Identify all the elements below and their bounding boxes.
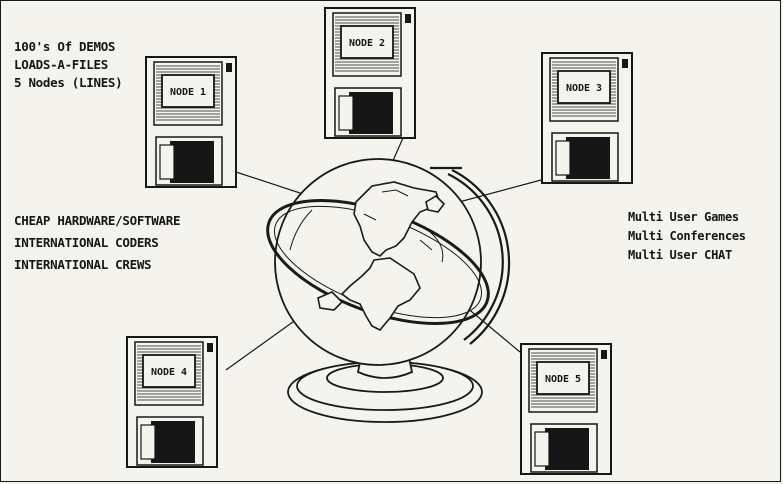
- caption-line: INTERNATIONAL CREWS: [14, 254, 180, 276]
- disk-window: [339, 96, 353, 130]
- write-protect-notch: [226, 63, 232, 72]
- disk-shutter-dark: [545, 428, 589, 470]
- caption-line: Multi User Games: [628, 208, 746, 227]
- caption-line: CHEAP HARDWARE/SOFTWARE: [14, 210, 180, 232]
- floppy-disk-node-4: NODE 4: [127, 337, 217, 467]
- floppy-disk-node-5: NODE 5: [521, 344, 611, 474]
- write-protect-notch: [405, 14, 411, 23]
- caption-line: Multi Conferences: [628, 227, 746, 246]
- disk-window: [535, 432, 549, 466]
- node-label: NODE 4: [151, 367, 187, 378]
- write-protect-notch: [601, 350, 607, 359]
- caption-line: 100's Of DEMOS: [14, 38, 122, 56]
- disk-window: [160, 145, 174, 179]
- caption-line: 5 Nodes (LINES): [14, 74, 122, 92]
- caption-line: Multi User CHAT: [628, 246, 746, 265]
- disk-shutter-dark: [151, 421, 195, 463]
- write-protect-notch: [207, 343, 213, 352]
- node-label: NODE 5: [545, 374, 581, 385]
- node-label: NODE 2: [349, 38, 385, 49]
- right-caption: Multi User Games Multi Conferences Multi…: [628, 208, 746, 265]
- disk-window: [556, 141, 570, 175]
- node-label: NODE 3: [566, 83, 602, 94]
- disk-window: [141, 425, 155, 459]
- write-protect-notch: [622, 59, 628, 68]
- caption-line: INTERNATIONAL CODERS: [14, 232, 180, 254]
- left-mid-caption: CHEAP HARDWARE/SOFTWARE INTERNATIONAL CO…: [14, 210, 180, 276]
- caption-line: LOADS-A-FILES: [14, 56, 122, 74]
- disk-shutter-dark: [349, 92, 393, 134]
- floppy-disk-node-1: NODE 1: [146, 57, 236, 187]
- node-label: NODE 1: [170, 87, 206, 98]
- disk-shutter-dark: [566, 137, 610, 179]
- floppy-disk-node-3: NODE 3: [542, 53, 632, 183]
- disk-shutter-dark: [170, 141, 214, 183]
- left-top-caption: 100's Of DEMOS LOADS-A-FILES 5 Nodes (LI…: [14, 38, 122, 92]
- floppy-disk-node-2: NODE 2: [325, 8, 415, 138]
